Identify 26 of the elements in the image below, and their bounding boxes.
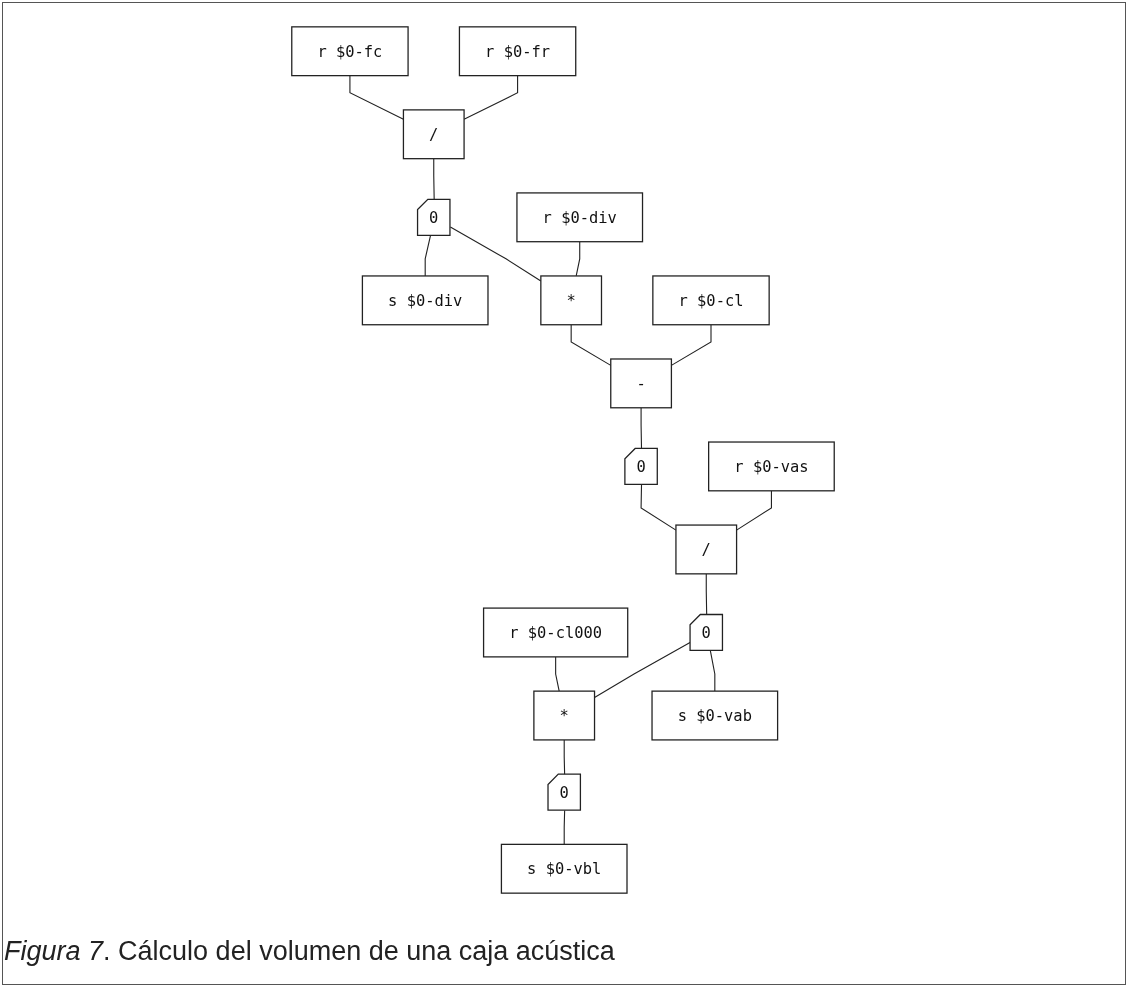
node-box: r $0-cl	[652, 275, 770, 326]
node-box: r $0-fr	[458, 26, 577, 77]
connector	[736, 490, 772, 531]
connector	[705, 573, 708, 616]
node-box: s $0-vbl	[500, 843, 628, 894]
node-box: s $0-div	[361, 275, 489, 326]
connector	[349, 75, 404, 120]
connector	[563, 739, 566, 776]
node-box: r $0-vas	[708, 441, 835, 492]
connector	[555, 656, 560, 692]
node-box: *	[533, 690, 596, 741]
node-box: -	[610, 358, 673, 409]
connector	[709, 650, 716, 692]
connector	[575, 241, 581, 277]
connector	[424, 235, 432, 277]
connector	[433, 158, 435, 201]
connector	[640, 407, 643, 450]
node-box: r $0-div	[516, 192, 644, 243]
node-box: /	[675, 524, 738, 575]
node-box: r $0-fc	[291, 26, 409, 77]
connector	[563, 810, 566, 845]
node-box: s $0-vab	[651, 690, 779, 741]
node-box: *	[540, 275, 603, 326]
node-box: r $0-cl000	[482, 607, 629, 658]
node-box: /	[402, 109, 465, 160]
figure-caption: Figura 7. Cálculo del volumen de una caja acústica	[4, 936, 615, 967]
